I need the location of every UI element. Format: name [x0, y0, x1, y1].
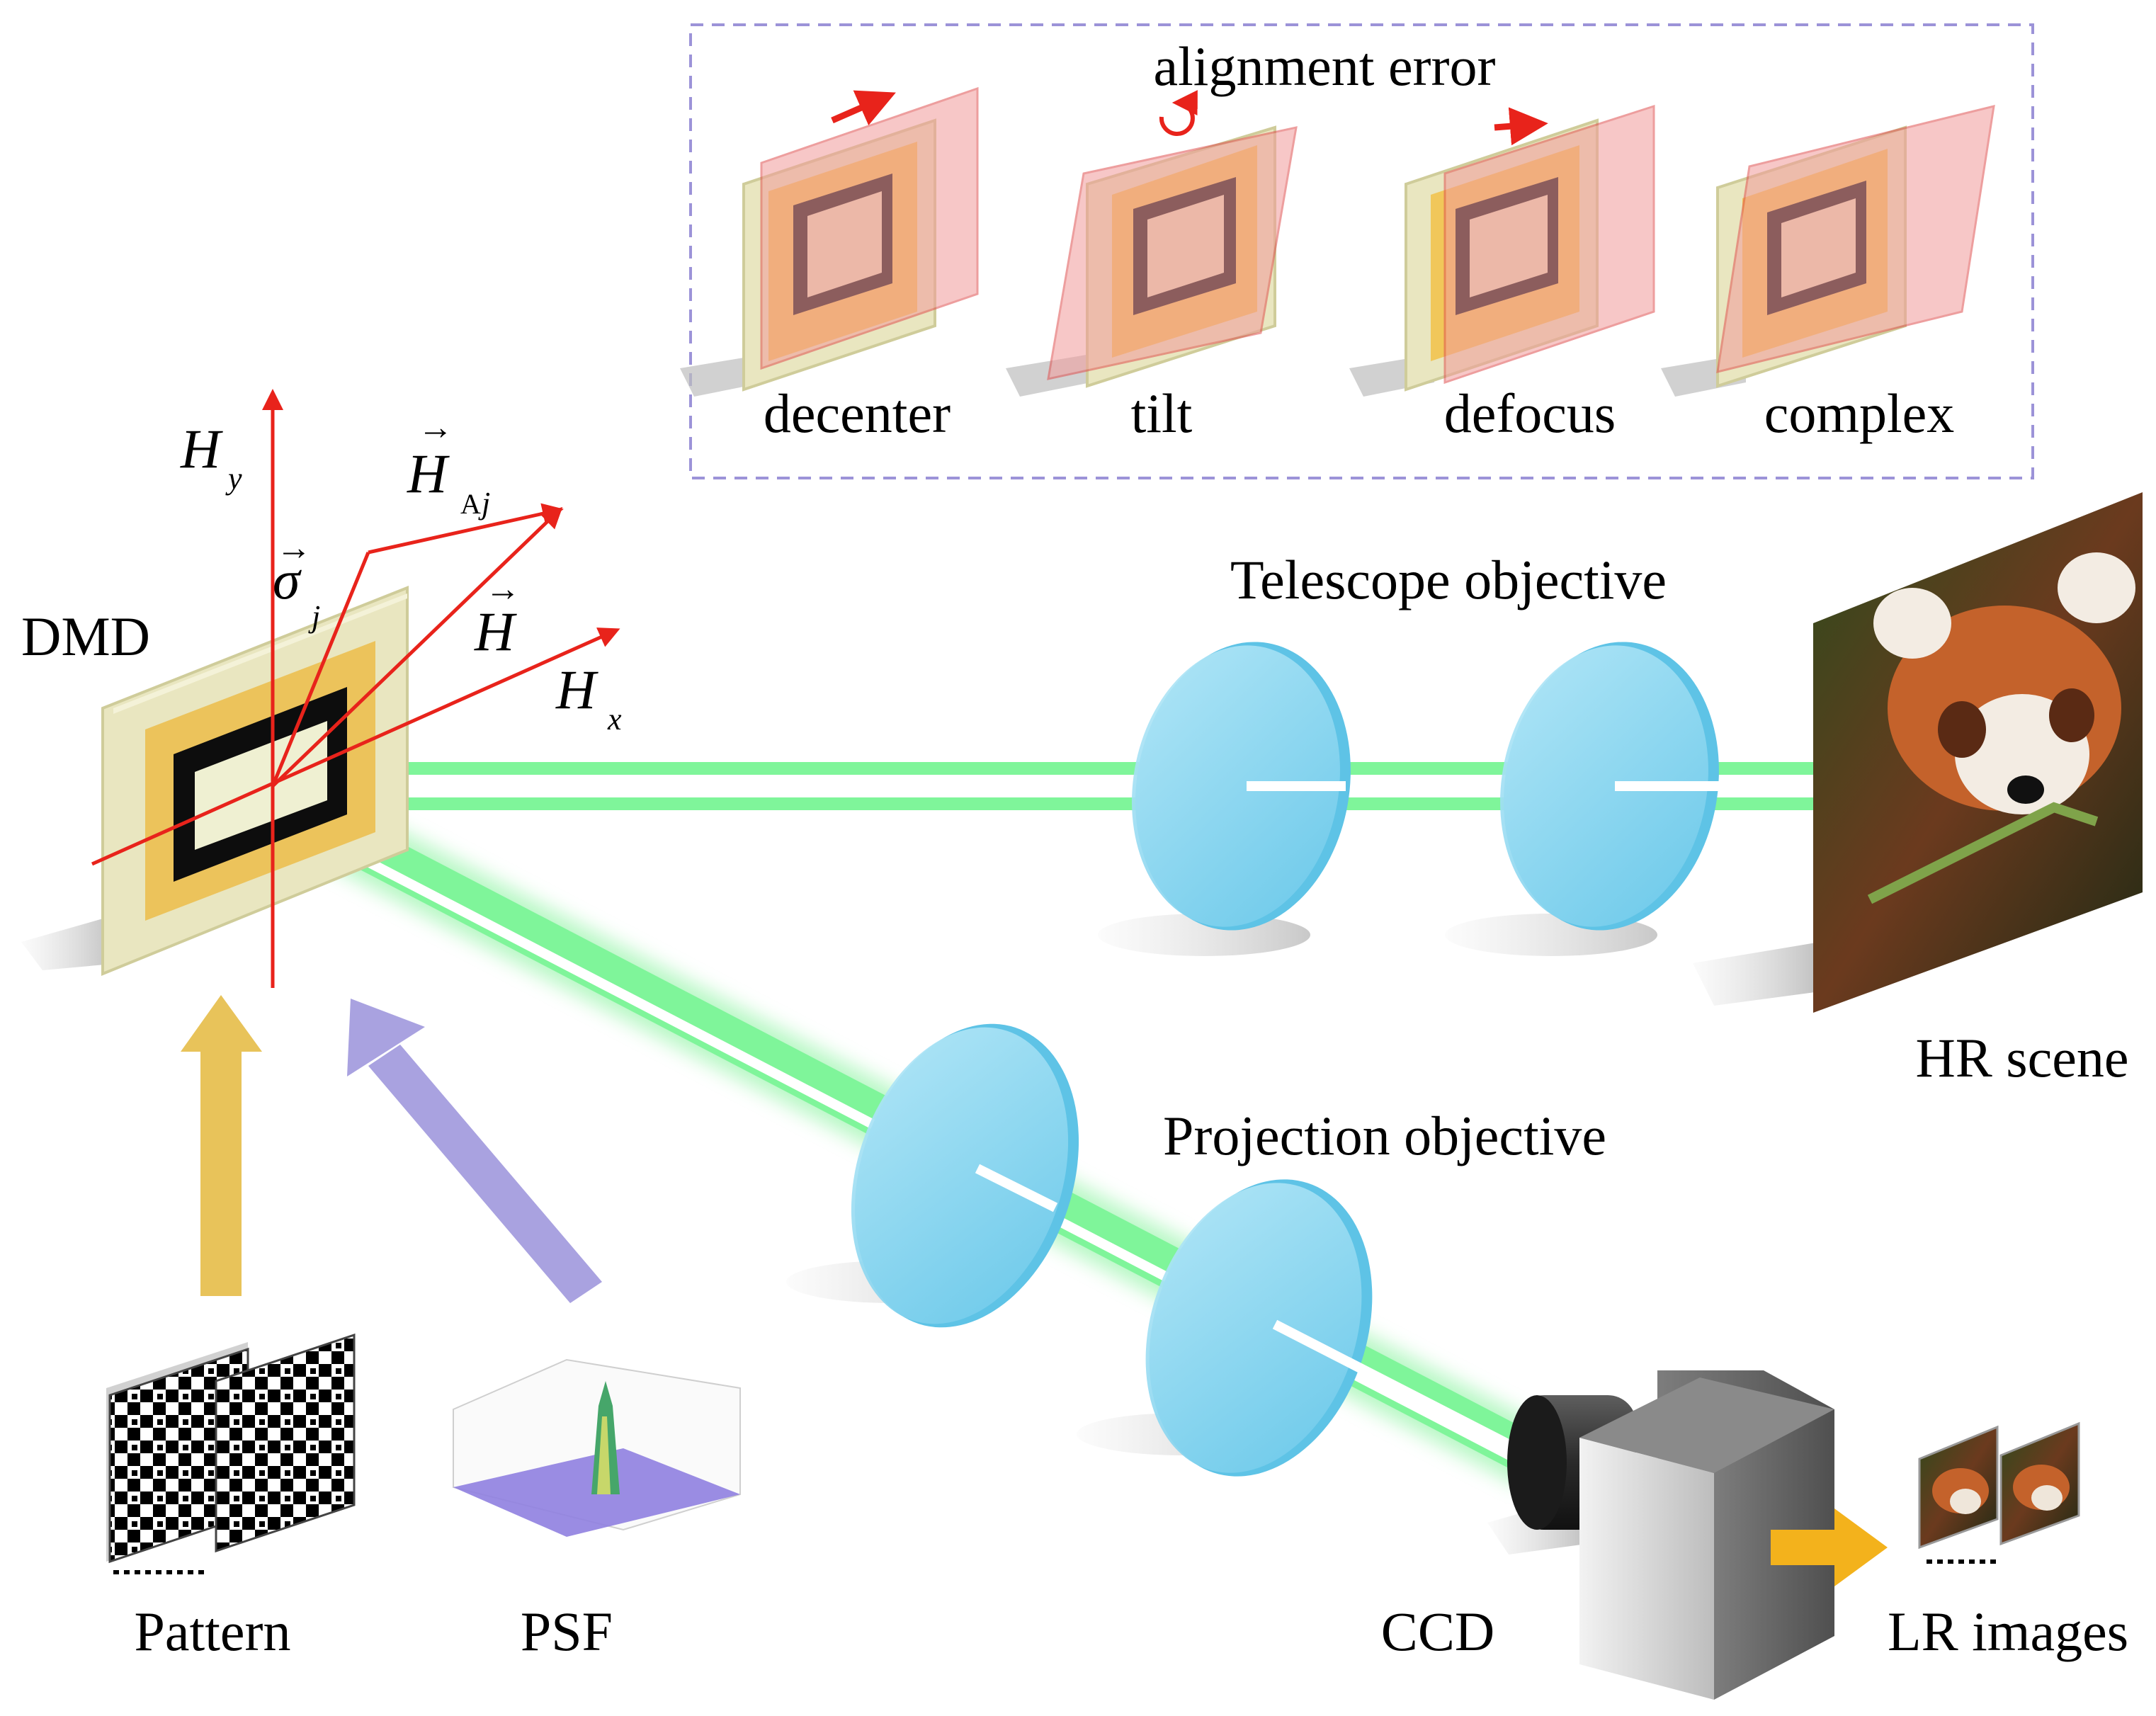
tilt-mirror-icon	[1006, 90, 1298, 397]
hr-scene-image	[1693, 492, 2143, 1013]
inset-border	[689, 23, 2034, 479]
haj-label: H → A j	[407, 407, 490, 521]
projection-objective-label: Projection objective	[1163, 1105, 1606, 1166]
psf-to-dmd-arrow	[347, 999, 602, 1303]
hr-scene-label: HR scene	[1915, 1027, 2128, 1089]
dmd-label: DMD	[21, 606, 150, 667]
svg-text:H: H	[474, 601, 517, 662]
complex-mirror-icon	[1661, 105, 1995, 397]
h-label: H →	[474, 569, 521, 662]
decenter-mirror-icon	[680, 86, 979, 397]
psf-label: PSF	[521, 1601, 613, 1662]
lr-images-label: LR images	[1888, 1601, 2128, 1662]
svg-text:H: H	[407, 443, 450, 504]
psf-plot	[453, 1358, 741, 1537]
svg-text:x: x	[607, 702, 622, 737]
projection-lens-2	[1077, 1179, 1373, 1477]
vector-arrow-icon: →	[485, 569, 521, 608]
dmd-device	[21, 586, 409, 976]
svg-text:A: A	[460, 488, 481, 520]
telescope-objective-label: Telescope objective	[1230, 549, 1667, 610]
svg-text:j: j	[478, 486, 490, 521]
sigma-label: σ → j	[273, 528, 320, 634]
inset-title: alignment error	[1154, 35, 1496, 97]
ccd-label: CCD	[1381, 1601, 1494, 1662]
telescope-lens-1	[1098, 642, 1351, 956]
ccd-to-lr-arrow	[1771, 1508, 1888, 1586]
vector-arrow-icon: →	[276, 528, 312, 567]
svg-text:H: H	[555, 659, 598, 720]
projection-lens-1	[786, 1023, 1079, 1328]
vector-arrow-icon: →	[418, 407, 453, 447]
pattern-label: Pattern	[135, 1601, 291, 1662]
inset-item-complex: complex	[1764, 382, 1955, 444]
pattern-to-dmd-arrow	[181, 995, 262, 1296]
coordinate-axes	[91, 389, 620, 988]
lr-images	[1918, 1421, 2080, 1564]
svg-text:H: H	[180, 418, 223, 479]
alignment-error-inset: alignment error decenter tilt	[680, 23, 2034, 479]
inset-item-decenter: decenter	[764, 382, 951, 444]
hy-label: H y	[180, 418, 242, 496]
inset-item-defocus: defocus	[1444, 382, 1616, 444]
pattern-cards	[106, 1333, 356, 1574]
defocus-mirror-icon	[1349, 104, 1655, 397]
svg-text:j: j	[308, 599, 320, 634]
hx-label: H x	[555, 659, 622, 737]
telescope-lens-2	[1445, 642, 1719, 956]
svg-text:σ: σ	[273, 549, 302, 610]
svg-text:y: y	[225, 461, 242, 496]
inset-item-tilt: tilt	[1131, 382, 1193, 444]
